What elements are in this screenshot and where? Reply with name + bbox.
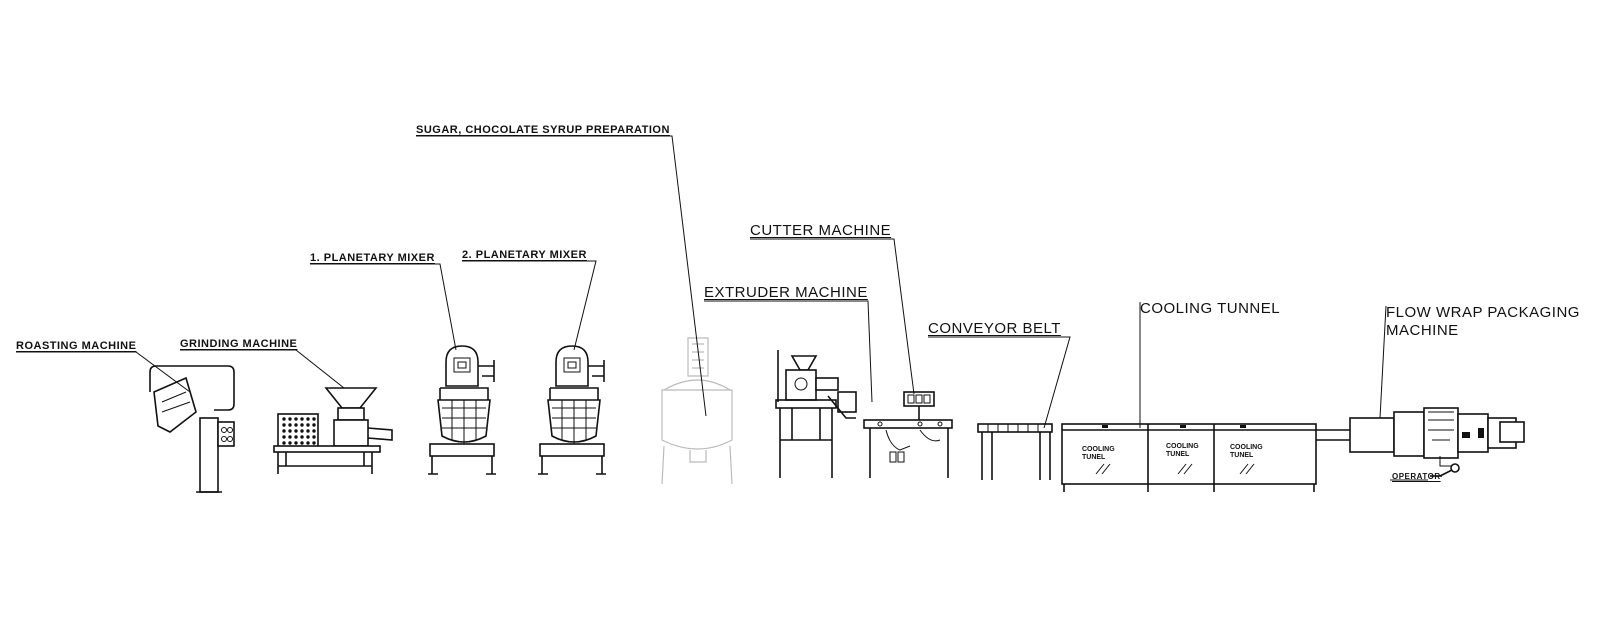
extruder-machine-label: EXTRUDER MACHINE [704, 284, 868, 301]
conveyor-belt-label: CONVEYOR BELT [928, 320, 1061, 337]
cutter-machine-label: CUTTER MACHINE [750, 222, 892, 239]
grinding-machine [273, 387, 393, 474]
tunnel-section-3-label: COOLING TUNEL [1230, 444, 1263, 460]
operator-label: OPERATOR [1392, 472, 1441, 481]
leader-lines [16, 135, 1428, 481]
flow-wrap-label-line1: FLOW WRAP PACKAGING [1386, 304, 1580, 321]
planetary-mixer-1 [428, 345, 496, 475]
grinder-panel-dots [282, 417, 316, 445]
syrup-preparation-label: SUGAR, CHOCOLATE SYRUP PREPARATION [416, 124, 670, 136]
planetary-mixer-2 [538, 345, 606, 475]
planetary-mixer-1-label: 1. PLANETARY MIXER [310, 252, 435, 264]
planetary-mixer-2-label: 2. PLANETARY MIXER [462, 249, 587, 261]
tunnel-section-1-line1: COOLING [1082, 446, 1115, 453]
cutter-machine [863, 391, 953, 478]
syrup-tank [661, 337, 733, 485]
tunnel-section-3-line2: TUNEL [1230, 452, 1254, 459]
operator-marker [1430, 463, 1460, 477]
cooling-tunnel-label: COOLING TUNNEL [1140, 300, 1281, 317]
roasting-machine [149, 365, 235, 493]
conveyor-belt [977, 423, 1053, 480]
flow-wrap-label-line2: MACHINE [1386, 322, 1459, 339]
tunnel-section-2-line2: TUNEL [1166, 451, 1190, 458]
tunnel-section-1-label: COOLING TUNEL [1082, 446, 1115, 462]
tunnel-section-2-line1: COOLING [1166, 443, 1199, 450]
tunnel-section-1-line2: TUNEL [1082, 454, 1106, 461]
grinding-machine-label: GRINDING MACHINE [180, 338, 298, 350]
tunnel-section-2-label: COOLING TUNEL [1166, 443, 1199, 459]
flow-wrap-machine [1349, 407, 1525, 467]
tunnel-section-3-line1: COOLING [1230, 444, 1263, 451]
roasting-machine-label: ROASTING MACHINE [16, 340, 137, 352]
extruder-machine [775, 350, 857, 478]
